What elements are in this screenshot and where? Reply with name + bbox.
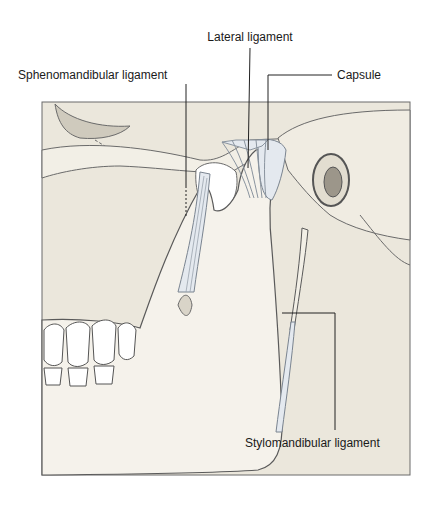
sphenomandibular-ligament	[178, 172, 210, 292]
leader-line	[282, 313, 335, 430]
teeth	[44, 320, 136, 386]
mandibular-foramen	[178, 295, 192, 315]
mastoid-outline	[360, 215, 410, 265]
leader-line	[186, 186, 187, 216]
ligament-fibres	[186, 176, 207, 292]
styloid-process	[290, 228, 308, 330]
lateral-ligament	[222, 140, 268, 198]
ear-canal-opening	[324, 167, 342, 197]
part-label: Lateral ligament	[207, 30, 292, 44]
part-label: Stylomandibular ligament	[245, 436, 380, 450]
orbit-shadow	[55, 104, 130, 139]
skull-panel	[42, 102, 410, 475]
leader-line	[248, 48, 250, 168]
stylomandibular-ligament	[276, 322, 295, 432]
leader-lines	[186, 48, 335, 430]
part-label: Sphenomandibular ligament	[18, 68, 167, 82]
temporal-bone	[278, 110, 410, 240]
leader-line	[186, 84, 187, 186]
leader-line	[268, 75, 332, 150]
mandible	[42, 150, 282, 475]
part-label: Capsule	[337, 68, 381, 82]
joint-capsule	[258, 139, 286, 200]
ear-canal	[313, 154, 349, 206]
